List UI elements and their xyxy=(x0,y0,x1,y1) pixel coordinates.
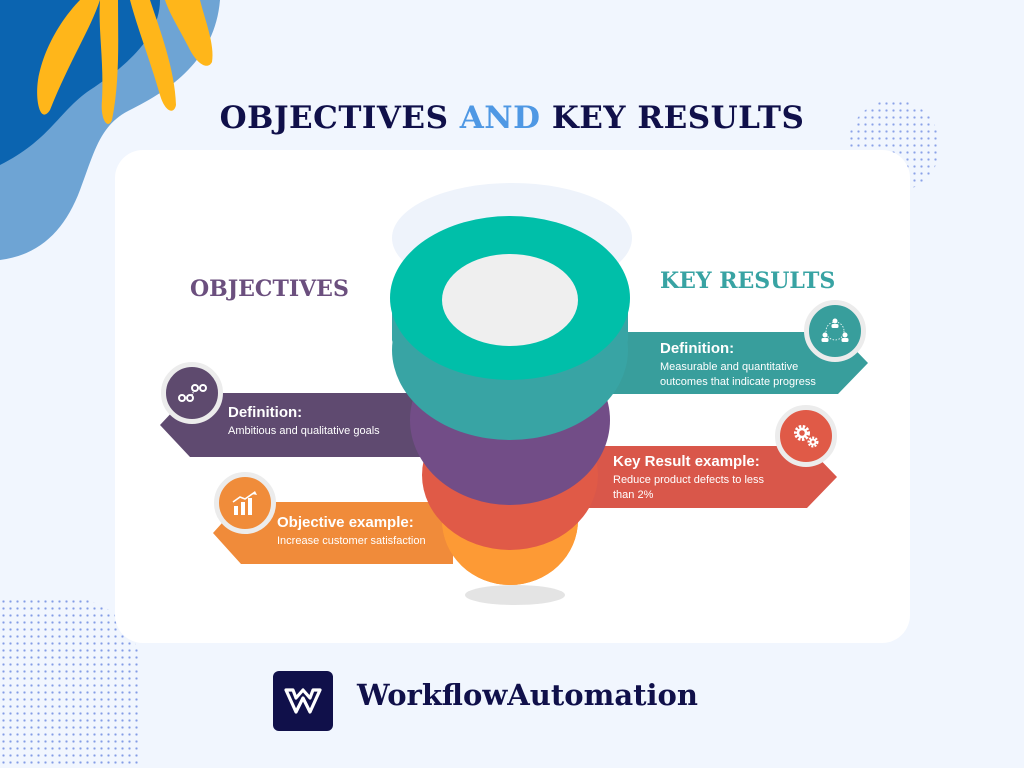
key-result-example-line2: than 2% xyxy=(613,489,654,501)
objective-definition-title: Definition: xyxy=(228,404,303,421)
key-result-definition-title: Definition: xyxy=(660,340,735,357)
key-result-definition-banner-shape xyxy=(590,332,868,394)
title-part2: KEY RESULTS xyxy=(551,100,805,136)
objective-example-banner: Objective example: Increase customer sat… xyxy=(277,514,457,549)
key-result-example-banner-shape xyxy=(575,446,837,508)
growth-chart-icon xyxy=(214,472,276,534)
key-result-example-text: Reduce product defects to less than 2% xyxy=(613,473,813,503)
brand-name: WorkflowAutomation xyxy=(357,678,698,712)
okr-funnel-graphic xyxy=(390,183,632,605)
connected-nodes-icon xyxy=(161,362,223,424)
title-accent: AND xyxy=(459,100,541,136)
key-result-definition-banner: Definition: Measurable and quantitative … xyxy=(660,340,860,390)
key-result-definition-line1: Measurable and quantitative xyxy=(660,361,799,373)
objective-definition-banner: Definition: Ambitious and qualitative go… xyxy=(228,404,428,439)
gears-icon xyxy=(775,405,837,467)
key-result-example-title: Key Result example: xyxy=(613,453,760,470)
key-results-heading: KEY RESULTS xyxy=(660,268,836,294)
objective-example-title: Objective example: xyxy=(277,514,414,531)
decorative-blob xyxy=(0,0,220,260)
objectives-heading: OBJECTIVES xyxy=(190,276,349,302)
objective-example-text: Increase customer satisfaction xyxy=(277,535,426,547)
key-result-definition-line2: outcomes that indicate progress xyxy=(660,376,816,388)
key-result-example-banner: Key Result example: Reduce product defec… xyxy=(613,453,813,503)
objective-definition-banner-shape xyxy=(160,393,440,457)
title-part1: OBJECTIVES xyxy=(219,100,449,136)
key-result-definition-text: Measurable and quantitative outcomes tha… xyxy=(660,360,860,390)
key-result-example-line1: Reduce product defects to less xyxy=(613,474,765,486)
objective-definition-text: Ambitious and qualitative goals xyxy=(228,425,380,437)
brand-logo xyxy=(273,671,333,731)
page-title: OBJECTIVES AND KEY RESULTS xyxy=(0,100,1024,136)
team-network-icon xyxy=(804,300,866,362)
w-logo-icon xyxy=(284,688,322,714)
objective-example-banner-shape xyxy=(213,502,453,564)
